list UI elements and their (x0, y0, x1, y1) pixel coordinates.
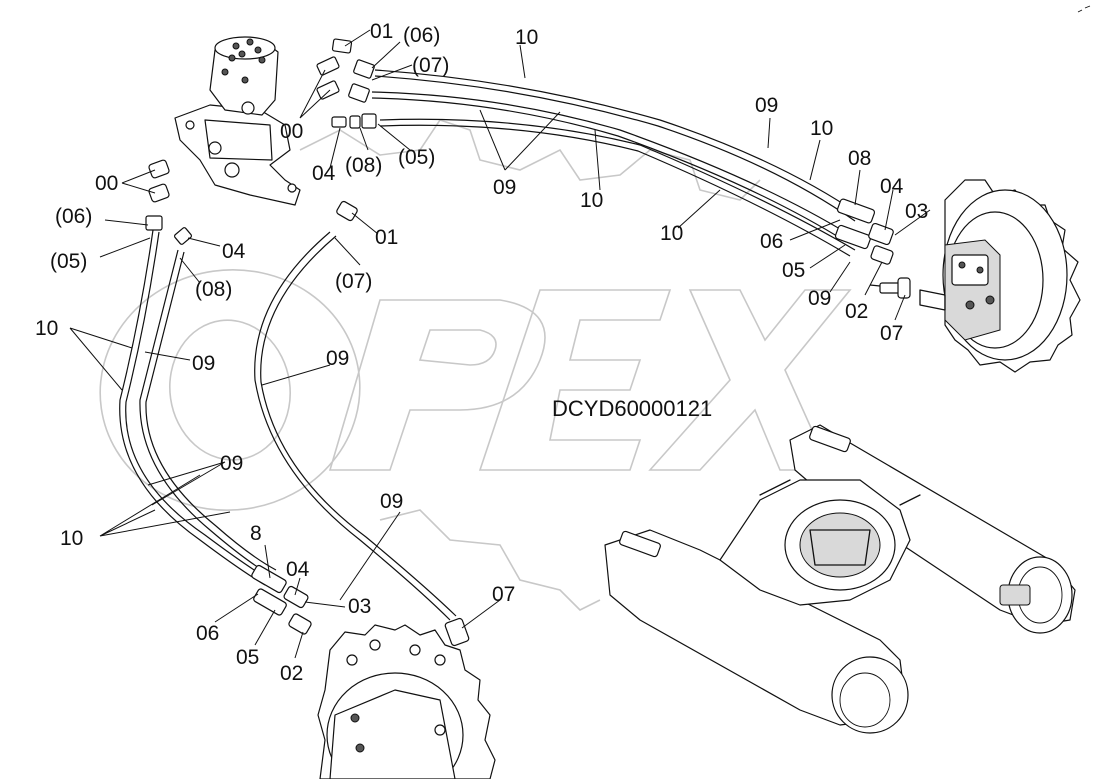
label-06-c: 06 (760, 230, 783, 253)
travel-motor-lower (317, 624, 496, 779)
label-06-a: (06) (403, 24, 440, 47)
label-09-g: 09 (380, 490, 403, 513)
label-06-b: (06) (55, 205, 92, 228)
label-04-d: 04 (286, 558, 310, 581)
label-05-b: (05) (50, 250, 87, 273)
label-00-b: 00 (95, 172, 118, 195)
right-fittings (834, 198, 911, 299)
label-09-f: 09 (808, 287, 831, 310)
label-04-c: 04 (880, 175, 904, 198)
label-08-a: (08) (345, 154, 382, 177)
callout-labels: 01 (06) (07) 00 10 (08) (05) 04 00 09 10… (35, 20, 928, 685)
label-10-f: 10 (60, 527, 83, 550)
label-04-b: 04 (222, 240, 246, 263)
undercarriage-frame (604, 424, 1076, 734)
label-10-c: 10 (660, 222, 683, 245)
leader-lines (69, 29, 931, 659)
label-06-d: 06 (196, 622, 219, 645)
label-02-a: 02 (845, 300, 868, 323)
drawing-code: DCYD60000121 (552, 396, 712, 421)
label-09-a: 09 (493, 176, 516, 199)
label-09-b: 09 (755, 94, 778, 117)
label-02-b: 02 (280, 662, 303, 685)
corner-mark (1077, 5, 1091, 13)
label-10-b: 10 (580, 189, 603, 212)
label-03-b: 03 (348, 595, 371, 618)
label-07-b: (07) (335, 270, 372, 293)
label-03-a: 03 (905, 200, 928, 223)
label-10-e: 10 (810, 117, 833, 140)
label-10-d: 10 (35, 317, 58, 340)
label-04-a: 04 (312, 162, 336, 185)
label-08-c: 08 (848, 147, 871, 170)
label-09-c: 09 (192, 352, 215, 375)
label-05-a: (05) (398, 146, 435, 169)
watermark-logo: OPEX (99, 119, 852, 611)
label-05-c: 05 (782, 259, 805, 282)
label-07-c: 07 (880, 322, 903, 345)
label-05-d: 05 (236, 646, 259, 669)
swivel-fittings (145, 38, 377, 245)
label-09-d: 09 (326, 347, 349, 370)
lower-left-fittings (251, 564, 470, 647)
label-00-a: 00 (280, 120, 303, 143)
hose-lines (119, 69, 901, 621)
swivel-joint (174, 36, 301, 206)
travel-motor-right (919, 179, 1081, 373)
label-10-a: 10 (515, 26, 538, 49)
label-01-a: 01 (370, 20, 393, 43)
watermark-text: OPEX (552, 415, 555, 417)
label-09-e: 09 (220, 452, 243, 475)
label-08-b: (08) (195, 278, 232, 301)
label-07-a: (07) (412, 54, 449, 77)
label-07-d: 07 (492, 583, 515, 606)
label-08-d: 8 (250, 522, 262, 545)
label-01-b: 01 (375, 226, 398, 249)
